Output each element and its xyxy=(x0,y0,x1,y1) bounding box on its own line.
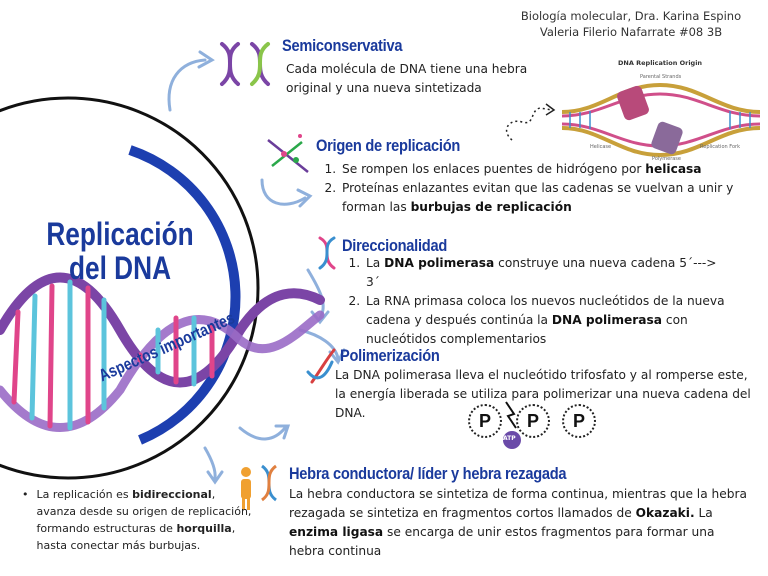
credits: Biología molecular, Dra. Karina Espino V… xyxy=(512,8,750,40)
direccionalidad-heading: Direccionalidad xyxy=(342,236,448,255)
origen-dna-icon-graphic xyxy=(267,134,309,173)
arrow-hebra xyxy=(238,426,287,441)
hebra-text: La hebra conductora se sintetiza de form… xyxy=(289,487,747,558)
polimerizacion-dna-icon-graphic xyxy=(306,348,336,384)
center-title: Replicación del DNA xyxy=(30,217,210,285)
diagram-label-top: Parental Strands xyxy=(640,74,682,80)
polimerizacion-text: La DNA polimerasa lleva el nucleótido tr… xyxy=(335,368,751,420)
note-text: La replicación es bidireccional, avanza … xyxy=(36,488,252,552)
arrow-semiconservativa xyxy=(167,58,207,112)
origen-item-1: Se rompen los enlaces puentes de hidróge… xyxy=(340,160,752,179)
dna-helix-large xyxy=(0,272,325,432)
replication-diagram-graphic xyxy=(561,82,761,158)
phosphate-1: P xyxy=(468,404,502,438)
direccionalidad-item-1: La DNA polimerasa construye una nueva ca… xyxy=(364,254,726,292)
credit-line-2: Valeria Filerio Nafarrate #08 3B xyxy=(539,25,723,39)
title-line-1: Replicación xyxy=(46,216,194,252)
diagram-caption: DNA Replication Origin xyxy=(618,59,703,67)
origen-heading: Origen de replicación xyxy=(316,136,461,155)
phosphate-3: P xyxy=(562,404,596,438)
diagram-label-helicase: Helicase xyxy=(590,144,612,150)
semiconservativa-heading: Semiconservativa xyxy=(282,36,403,55)
direccionalidad-item-2: La RNA primasa coloca los nuevos nucleót… xyxy=(364,292,726,349)
hebra-person-icon-graphic xyxy=(241,464,278,510)
semiconservativa-line-1: Cada molécula de DNA tiene una hebra xyxy=(286,62,528,76)
direccionalidad-dna-icon-graphic xyxy=(318,236,336,270)
credit-line-1: Biología molecular, Dra. Karina Espino xyxy=(520,9,742,23)
arrow-note xyxy=(203,446,217,480)
origen-list: Se rompen los enlaces puentes de hidróge… xyxy=(322,160,752,217)
semiconservativa-line-2: original y una nueva sintetizada xyxy=(286,81,482,95)
direccionalidad-list: La DNA polimerasa construye una nueva ca… xyxy=(346,254,726,349)
hebra-heading: Hebra conductora/ líder y hebra rezagada xyxy=(289,464,567,483)
phosphate-2: P xyxy=(516,404,550,438)
semiconservativa-text: Cada molécula de DNA tiene una hebra ori… xyxy=(286,60,546,98)
semiconservativa-helix-graphic xyxy=(220,42,270,86)
dotted-squiggle xyxy=(505,107,553,141)
arrow-origen xyxy=(260,178,307,206)
atp-graphic xyxy=(503,401,521,449)
diagram-label-replication-fork: Replication Fork xyxy=(700,144,740,150)
bidireccional-note: • La replicación es bidireccional, avanz… xyxy=(22,486,252,554)
polimerizacion-heading: Polimerización xyxy=(340,346,440,365)
center-blue-arc xyxy=(128,145,241,445)
origen-item-2: Proteínas enlazantes evitan que las cade… xyxy=(340,179,752,217)
title-line-2: del DNA xyxy=(68,250,172,286)
atp-label: ATP xyxy=(503,435,516,442)
bullet: • xyxy=(22,488,29,501)
diagram-label-polymerase: Polymerase xyxy=(652,156,681,162)
center-circle xyxy=(0,96,260,480)
